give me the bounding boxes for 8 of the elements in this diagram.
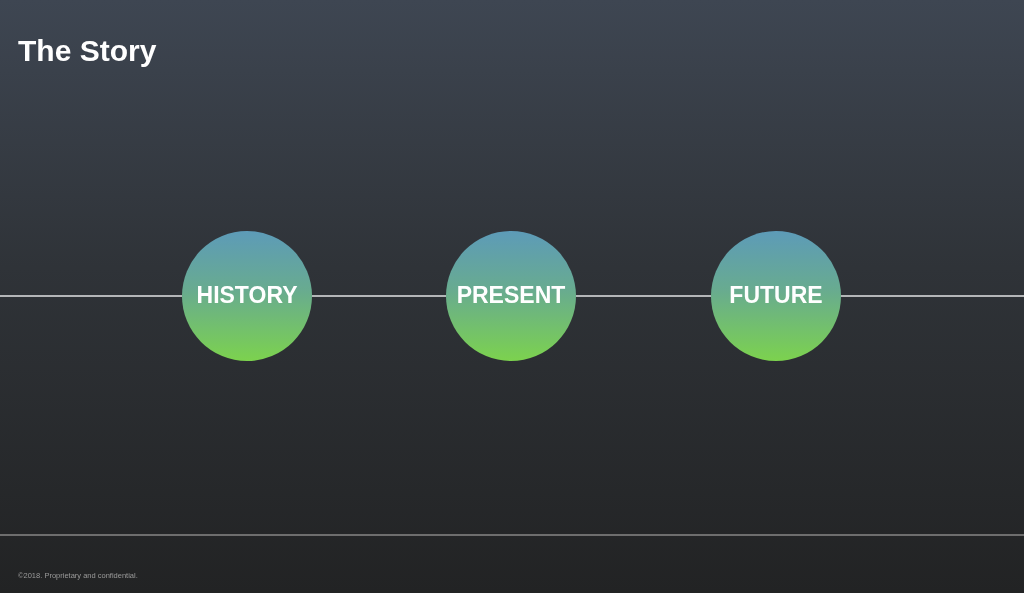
timeline-line	[840, 295, 1024, 297]
circle-label: FUTURE	[729, 283, 823, 309]
timeline-line	[575, 295, 712, 297]
timeline-line	[0, 295, 183, 297]
circle-label: PRESENT	[456, 283, 566, 309]
slide-title: The Story	[18, 34, 157, 67]
timeline-line	[311, 295, 447, 297]
circle-label: HISTORY	[196, 283, 298, 309]
